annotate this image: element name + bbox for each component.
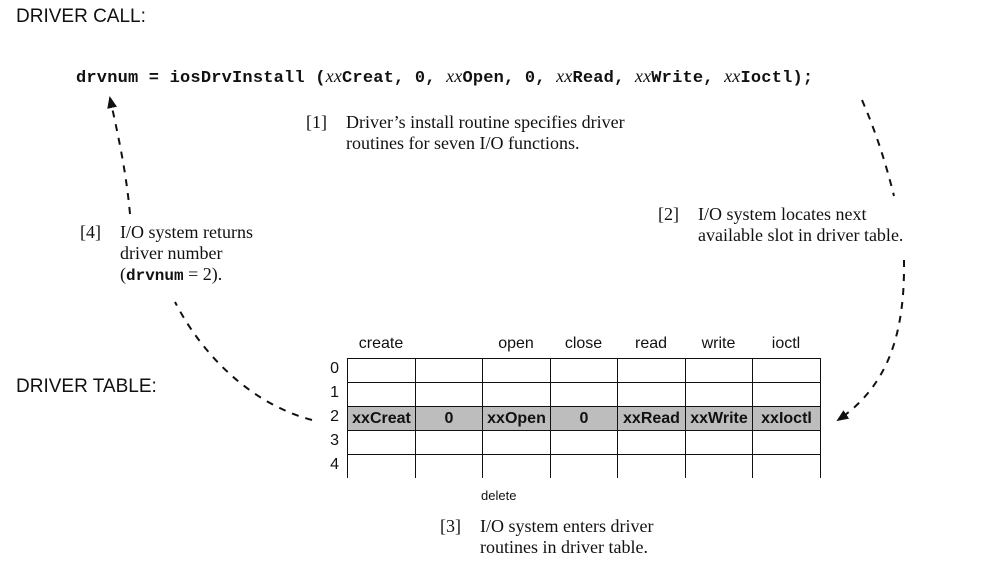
table-cell: [685, 430, 753, 455]
table-row: [347, 382, 821, 407]
driver-table: create open close read write ioctl 0 1 2 3 4 xxCr…: [330, 335, 821, 503]
column-header: write: [701, 335, 736, 352]
table-cell: xxWrite: [685, 406, 753, 431]
note-step-3: [3] I/O system enters driver routines in…: [440, 516, 760, 560]
row-label: 0: [330, 360, 339, 377]
table-cell: xxCreat: [347, 406, 416, 431]
code-xx-prefix: xx: [446, 66, 463, 86]
note-step-4: [4] I/O system returns driver number (dr…: [80, 222, 340, 288]
note-step-4-line3: (drvnum = 2).: [120, 264, 222, 287]
table-cell: [752, 430, 821, 455]
table-cell: [482, 430, 551, 455]
note-step-3-line2: routines in driver table.: [480, 537, 648, 557]
column-header: read: [634, 335, 668, 352]
note-step-4-number: [4]: [80, 222, 101, 242]
note-step-4-line2: driver number: [120, 243, 223, 263]
table-cell: [617, 382, 686, 407]
column-header: ioctl: [771, 335, 801, 352]
arrow-call-to-step2: [861, 99, 895, 197]
driver-table-heading: DRIVER TABLE:: [16, 376, 157, 397]
note-step-3-line1: I/O system enters driver: [480, 516, 654, 536]
table-row: [347, 454, 821, 478]
install-call-code: drvnum = iosDrvInstall (xxCreat, 0, xxOp…: [76, 66, 813, 88]
note-step-1-line2: routines for seven I/O functions.: [346, 133, 580, 153]
row-label: 2: [330, 408, 339, 425]
note-step-2: [2] I/O system locates next available sl…: [658, 204, 978, 248]
note-step-4-line1: I/O system returns: [120, 222, 253, 242]
table-row: [347, 430, 821, 455]
code-lhs: drvnum = iosDrvInstall (: [76, 69, 326, 88]
note-step-1: [1] Driver’s install routine specifies d…: [306, 112, 726, 156]
table-cell: [415, 382, 483, 407]
row-label: 1: [330, 384, 339, 401]
table-cell: 0: [415, 406, 483, 431]
table-cell: [415, 358, 483, 383]
table-cell: xxIoctl: [752, 406, 821, 431]
code-arg-open: Open, 0,: [462, 69, 557, 88]
note-step-2-number: [2]: [658, 204, 679, 224]
table-cell: [550, 382, 618, 407]
row-label: 4: [330, 456, 339, 473]
drvnum-code: drvnum: [126, 267, 184, 285]
code-xx-prefix: xx: [556, 66, 573, 86]
column-header: close: [564, 335, 603, 352]
code-xx-prefix: xx: [634, 66, 652, 86]
note-step-2-line1: I/O system locates next: [698, 204, 867, 224]
code-arg-read: Read,: [572, 69, 635, 88]
note-step-4-paren: (: [120, 264, 126, 284]
driver-call-heading: DRIVER CALL:: [16, 6, 146, 27]
column-header: open: [498, 335, 534, 352]
arrow-table-to-step4: [174, 301, 313, 421]
code-arg-write: Write,: [651, 69, 725, 88]
arrow-step2-to-table: [836, 259, 906, 422]
table-cell: [550, 358, 618, 383]
table-cell: [347, 358, 416, 383]
note-step-4-value: = 2).: [183, 264, 223, 284]
note-step-1-number: [1]: [306, 112, 327, 132]
column-header: create: [358, 335, 404, 352]
table-cell: [752, 382, 821, 407]
code-arg-ioctl: Ioctl);: [740, 69, 814, 88]
table-cell: [347, 430, 416, 455]
table-cell: xxRead: [617, 406, 686, 431]
note-step-2-line2: available slot in driver table.: [698, 225, 904, 245]
table-row: [347, 358, 821, 383]
note-step-1-line1: Driver’s install routine specifies drive…: [346, 112, 625, 132]
arrow-step4-to-drvnum: [107, 96, 131, 215]
code-arg-creat: Creat, 0,: [342, 69, 447, 88]
note-step-3-number: [3]: [440, 516, 461, 536]
row-label: 3: [330, 432, 339, 449]
delete-label: delete: [481, 488, 517, 503]
table-cell: [617, 358, 686, 383]
table-cell: [752, 454, 821, 478]
code-xx-prefix: xx: [724, 66, 741, 86]
code-xx-prefix: xx: [325, 66, 343, 86]
table-cell: [685, 358, 753, 383]
table-cell: [415, 430, 483, 455]
